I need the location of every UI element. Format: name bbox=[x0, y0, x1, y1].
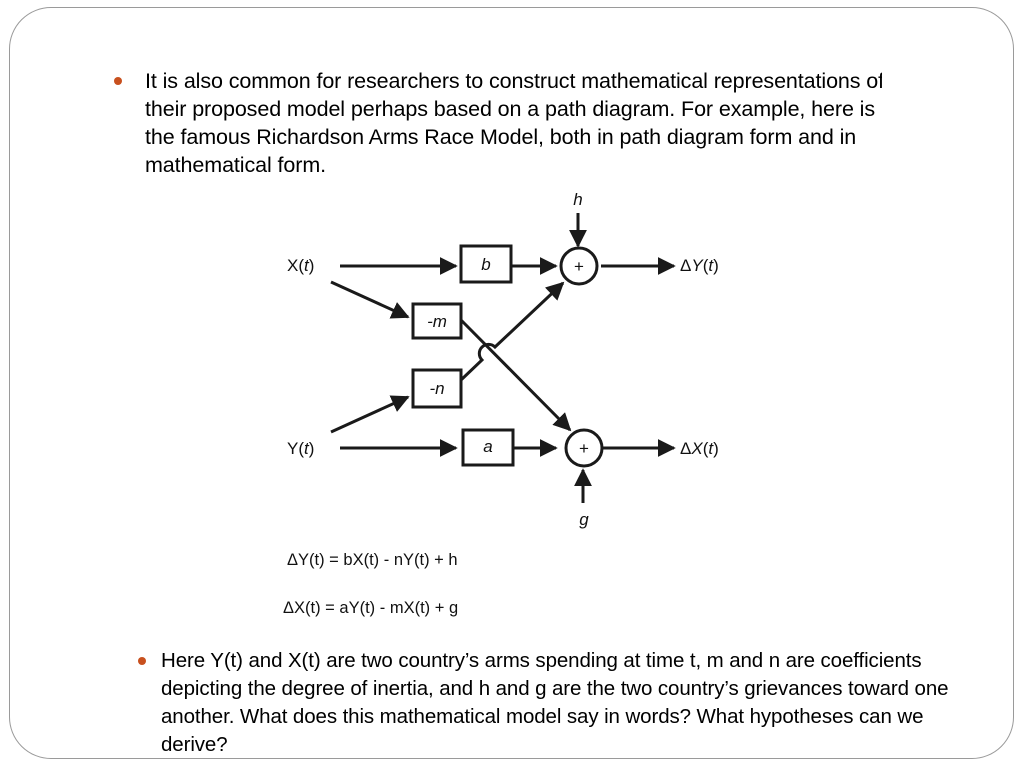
box-b bbox=[459, 244, 513, 284]
box-neg-n bbox=[411, 368, 463, 409]
box-neg-n-label: -n bbox=[429, 379, 444, 398]
bullet-explanation-text: Here Y(t) and X(t) are two country’s arm… bbox=[161, 649, 949, 756]
bullet-icon bbox=[114, 77, 122, 85]
box-b-label: b bbox=[481, 255, 490, 274]
output-delta-x-label: ΔX(t) bbox=[680, 439, 719, 458]
input-y-label: Y(t) bbox=[287, 439, 314, 458]
bullet-intro: It is also common for researchers to con… bbox=[112, 67, 882, 184]
box-neg-m bbox=[411, 302, 463, 340]
bullet-intro-text: It is also common for researchers to con… bbox=[145, 69, 882, 177]
input-x-label: X(t) bbox=[287, 256, 314, 275]
equation-delta-x: ΔX(t) = aY(t) - mX(t) + g bbox=[283, 599, 458, 617]
output-delta-y-label: ΔY(t) bbox=[680, 256, 719, 275]
box-a bbox=[461, 428, 515, 467]
adder-bottom-label: + bbox=[579, 439, 589, 458]
box-a-label: a bbox=[483, 437, 492, 456]
bullet-icon bbox=[138, 657, 146, 665]
adder-top-label: + bbox=[574, 257, 584, 276]
bullet-explanation: Here Y(t) and X(t) are two country’s arm… bbox=[136, 647, 996, 759]
adder-top bbox=[559, 246, 599, 286]
slide-frame bbox=[9, 7, 1014, 759]
const-g-label: g bbox=[579, 510, 589, 529]
box-neg-m-label: -m bbox=[427, 312, 447, 331]
equation-delta-y: ΔY(t) = bX(t) - nY(t) + h bbox=[287, 551, 458, 569]
const-h-label: h bbox=[573, 190, 582, 209]
adder-bottom bbox=[564, 428, 604, 468]
